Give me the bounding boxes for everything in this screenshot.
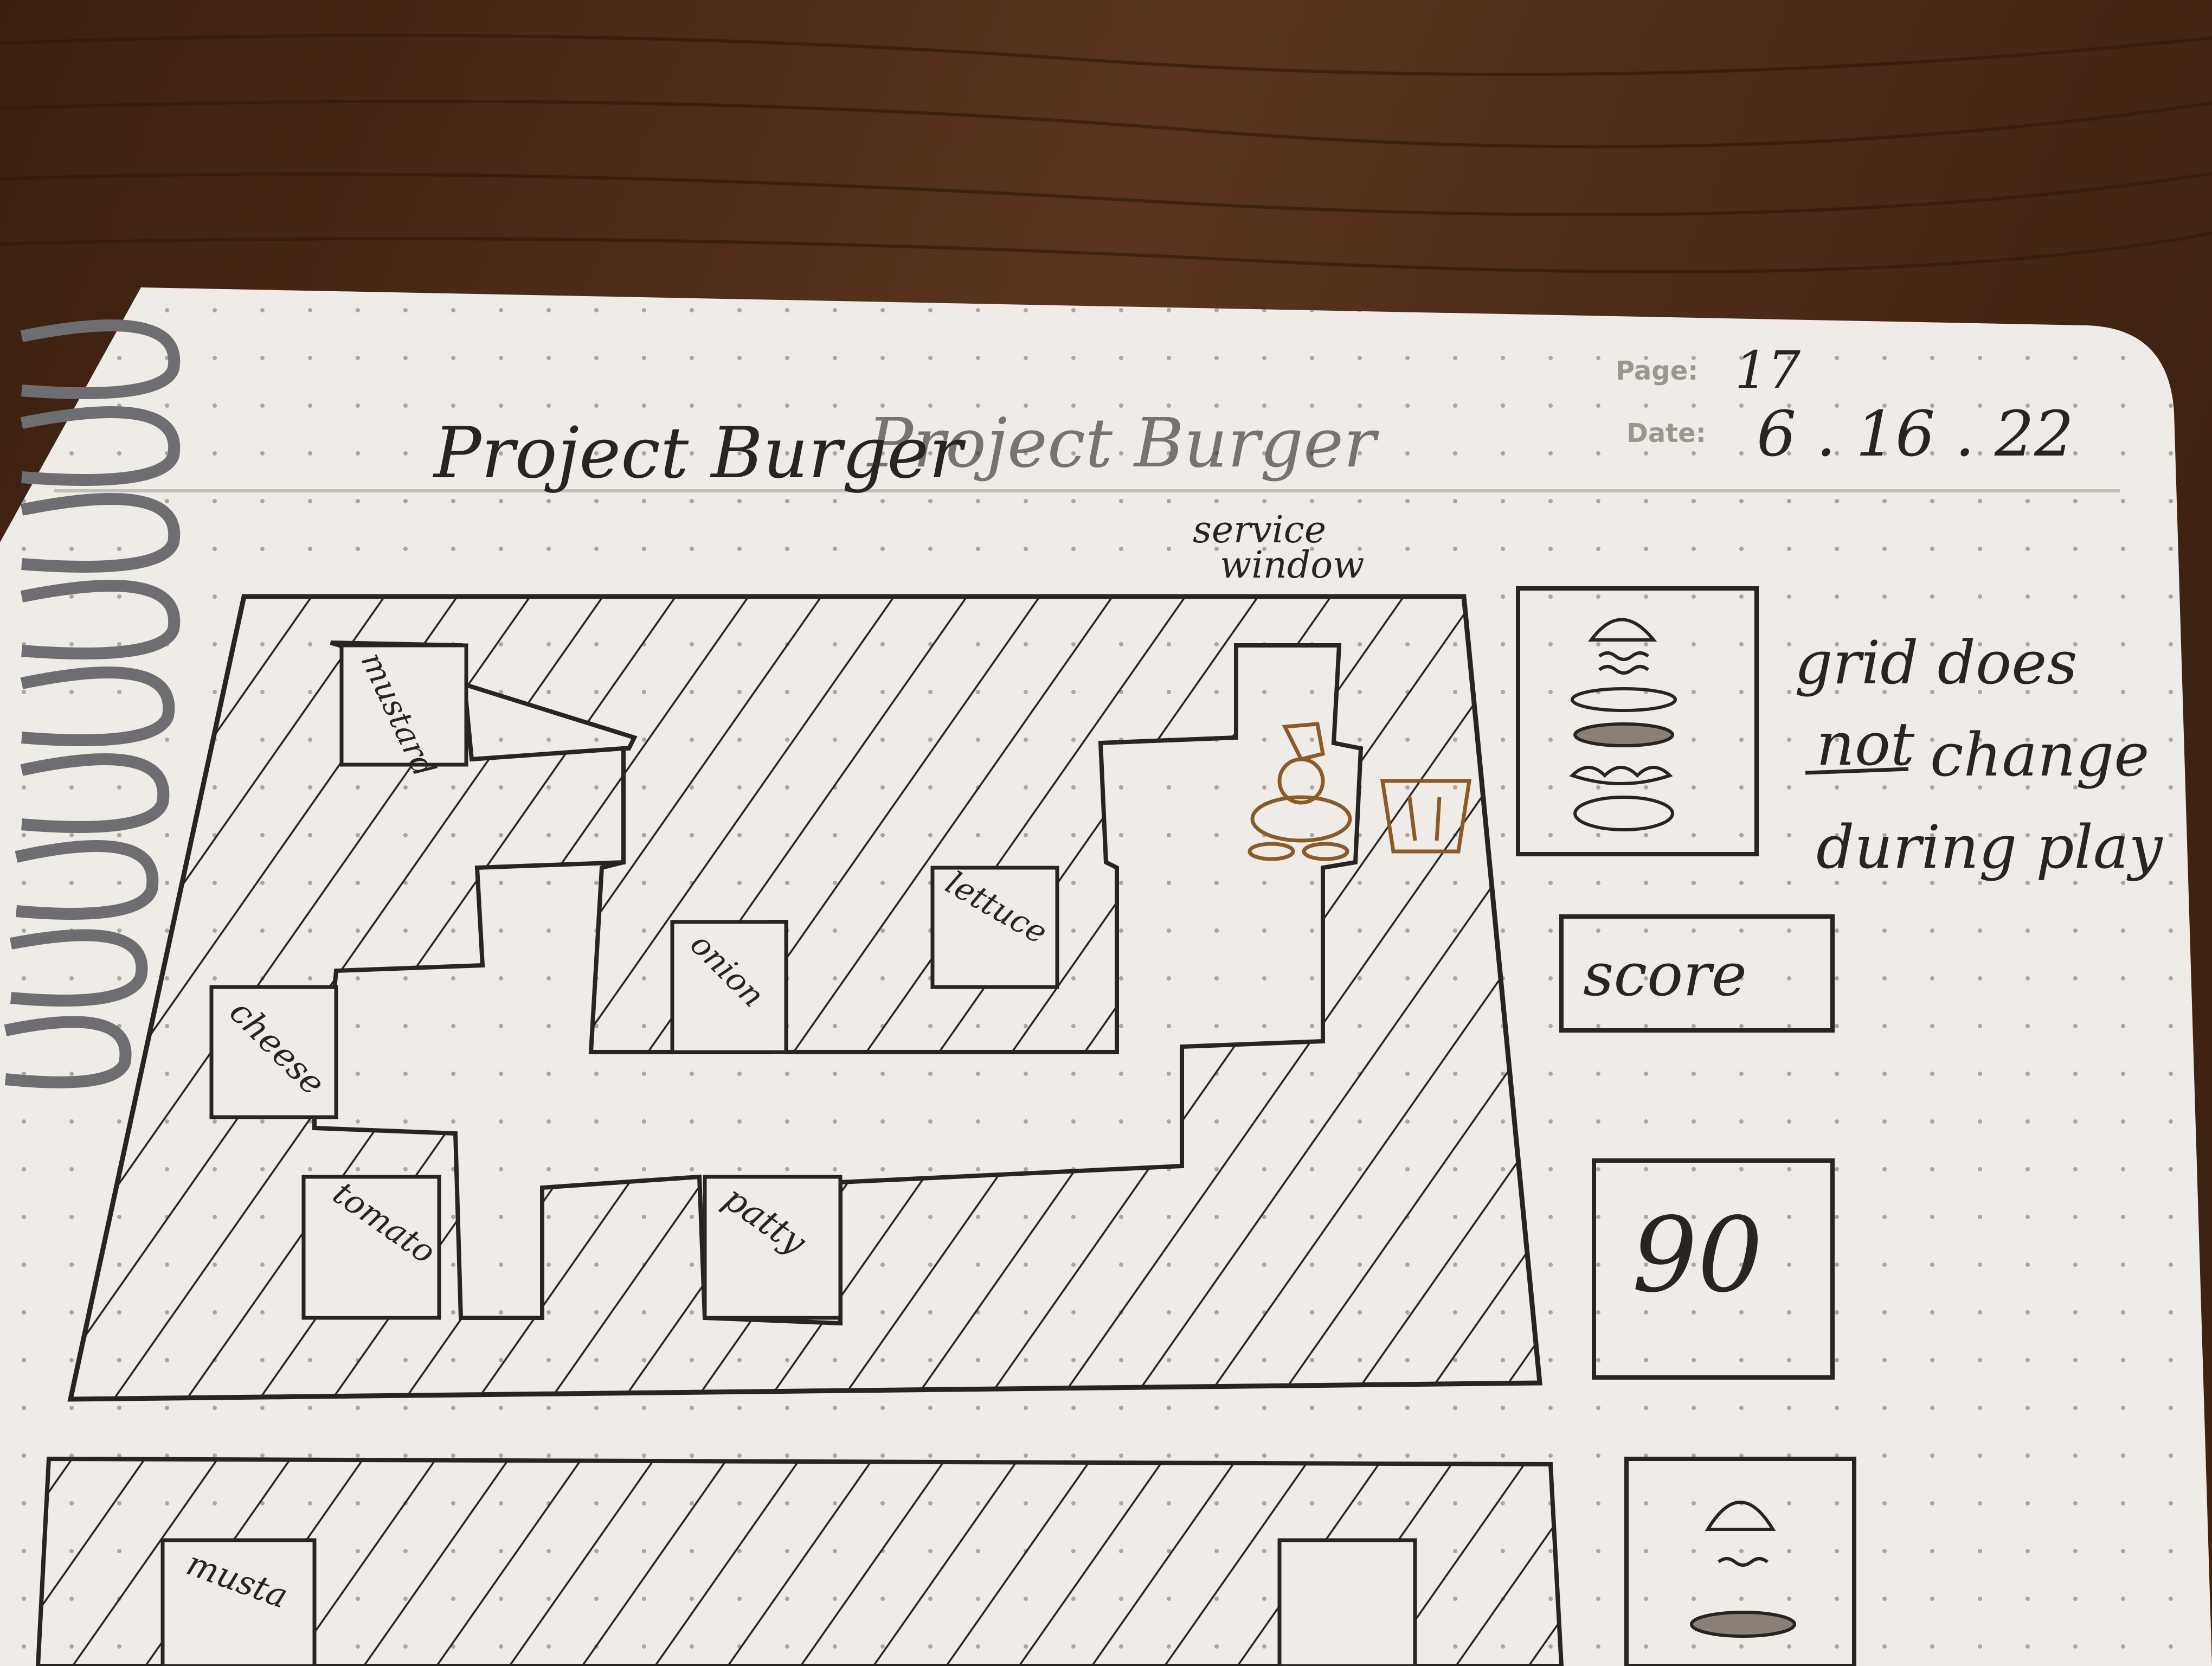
score-label: score xyxy=(1583,940,1747,1009)
date-value: 6 . 16 . 22 xyxy=(1757,398,2074,471)
page-number-label: Page: xyxy=(1616,356,1698,386)
second-service-window xyxy=(1279,1540,1415,1666)
note-line-3: during play xyxy=(1816,812,2163,882)
timer-value: 90 xyxy=(1632,1195,1763,1315)
note-line-2-rest: change xyxy=(1930,720,2149,790)
service-window-label-2: window xyxy=(1220,544,1364,587)
date-label: Date: xyxy=(1626,418,1706,448)
note-line-1: grid does xyxy=(1795,628,2078,697)
page-title-ghost: Project Burger xyxy=(866,404,1379,483)
page-number-value: 17 xyxy=(1735,341,1801,400)
